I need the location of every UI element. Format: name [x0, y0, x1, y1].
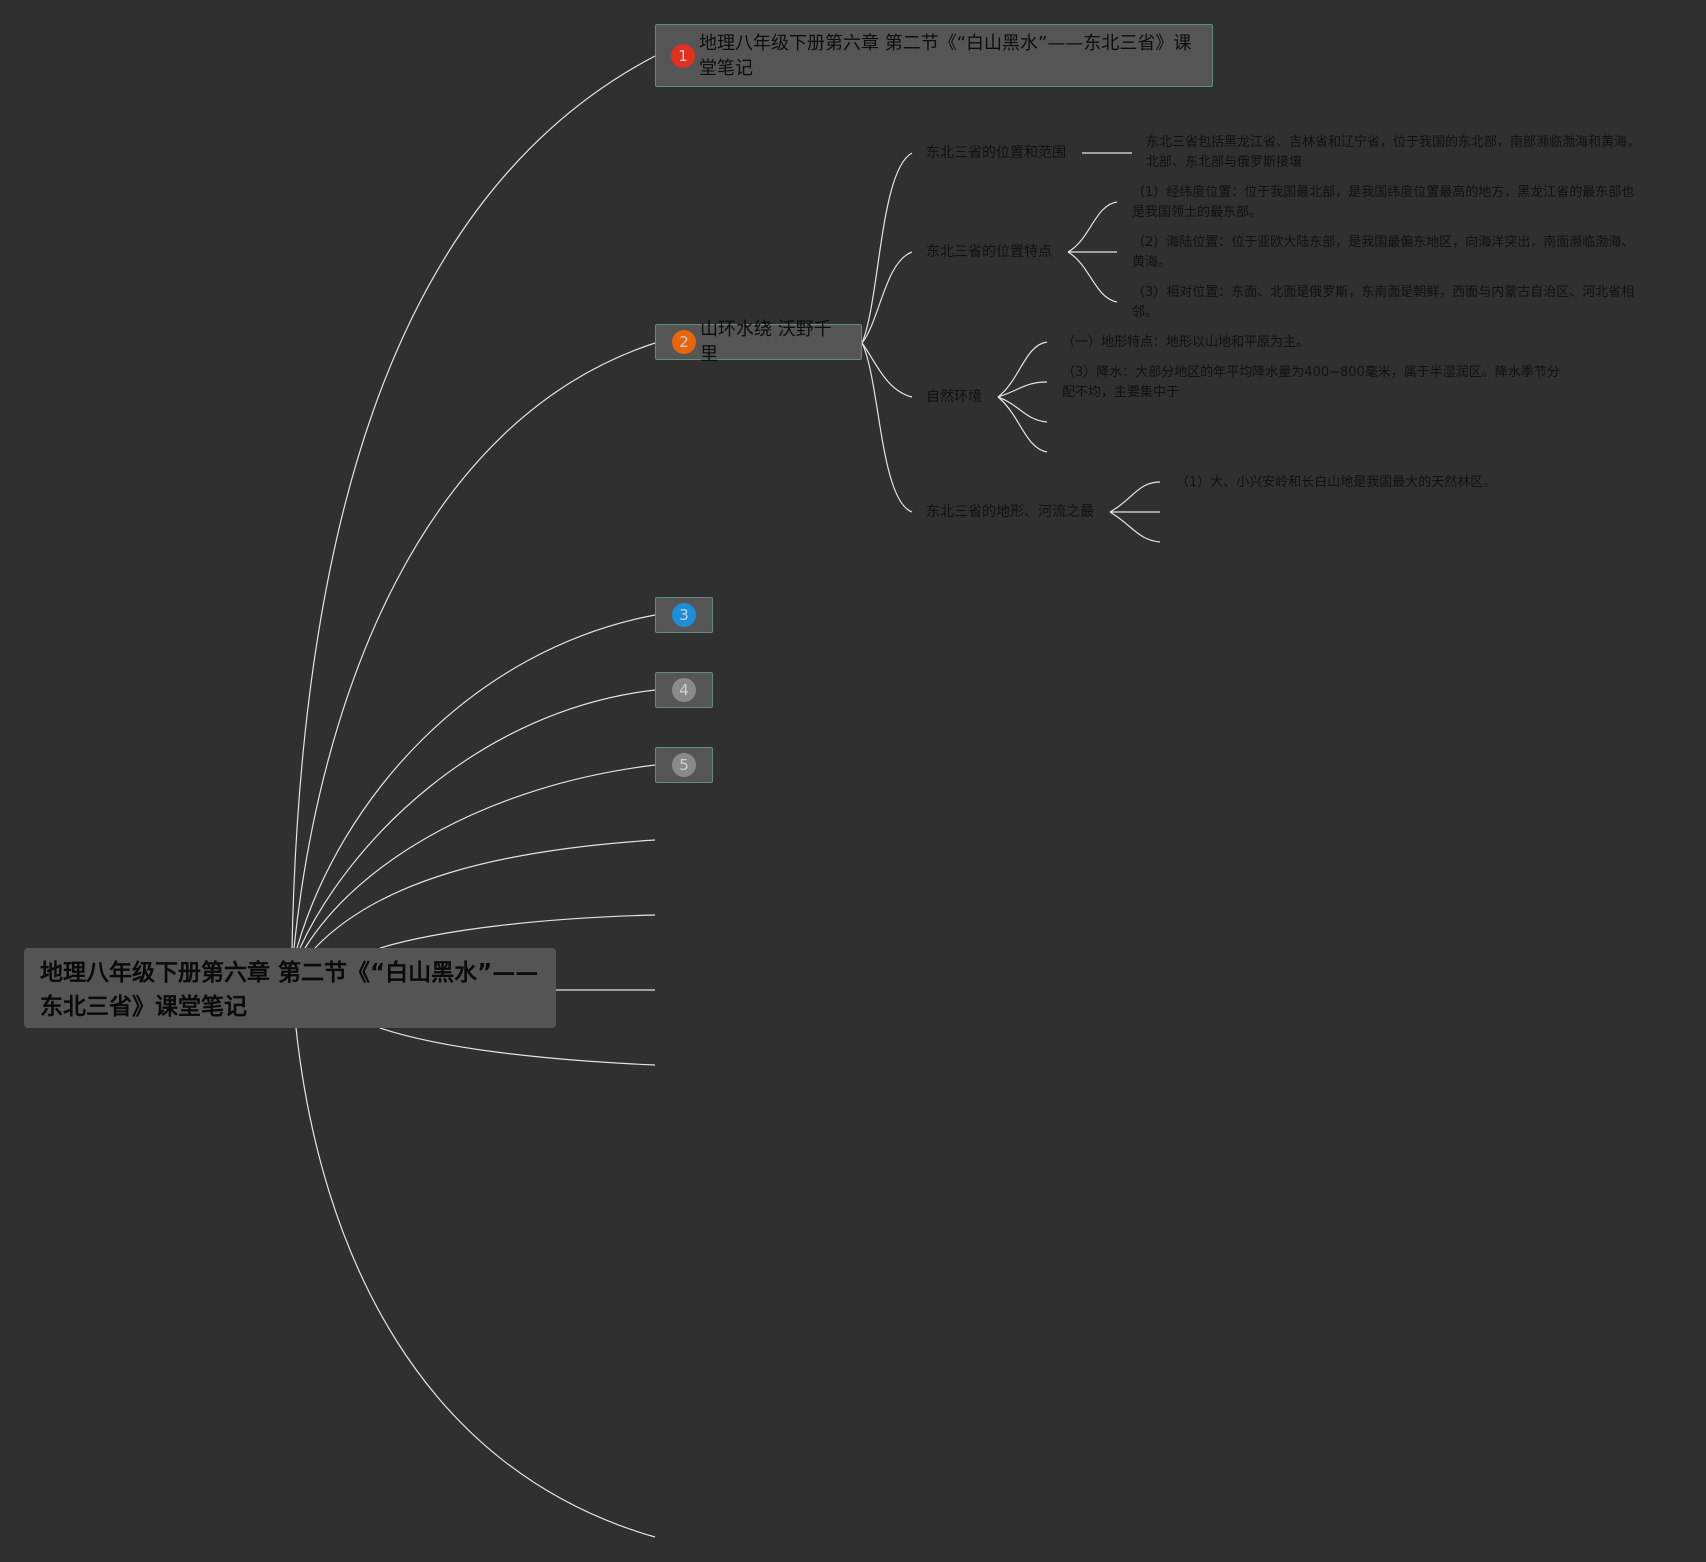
link-topic2-sub-4 — [861, 342, 913, 513]
main-topic-1[interactable]: 1 地理八年级下册第六章 第二节《“白山黑水”——东北三省》课堂笔记 — [655, 24, 1213, 87]
leaf-location-features-1[interactable]: （1）经纬度位置：位于我国最北部，是我国纬度位置最高的地方，黑龙江省的最东部也是… — [1132, 185, 1635, 220]
leaf-records-1[interactable]: （1）大、小兴安岭和长白山地是我国最大的天然林区。 — [1176, 475, 1497, 490]
number-badge-icon: 5 — [672, 753, 696, 777]
link-sub3-leaf-3 — [997, 396, 1048, 423]
main-topic-4[interactable]: 4 — [655, 672, 713, 708]
leaf-location-range-1[interactable]: 东北三省包括黑龙江省、吉林省和辽宁省，位于我国的东北部，南部濒临渤海和黄海，北部… — [1146, 135, 1641, 170]
link-topic2-sub-3 — [861, 342, 913, 398]
main-topic-2[interactable]: 2 山环水绕 沃野千里 — [655, 319, 862, 365]
link-root-topic-4 — [299, 689, 656, 949]
link-root-empty-9 — [379, 1027, 656, 1066]
link-root-topic-1 — [291, 55, 656, 949]
subtopic-location-features[interactable]: 东北三省的位置特点 — [926, 244, 1052, 260]
number-badge-icon: 3 — [672, 603, 696, 627]
link-sub2-leaf-3 — [1067, 251, 1118, 303]
number-badge-icon: 2 — [672, 330, 696, 354]
link-root-topic-2 — [293, 342, 656, 949]
link-root-empty-6 — [314, 839, 656, 949]
leaf-location-features-3[interactable]: （3）相对位置：东面、北面是俄罗斯，东南面是朝鲜，西面与内蒙古自治区、河北省相邻… — [1132, 285, 1635, 320]
number-badge-icon: 1 — [671, 43, 695, 68]
subtopic-landform-river-records[interactable]: 东北三省的地形、河流之最 — [926, 504, 1094, 520]
subtopic-location-range[interactable]: 东北三省的位置和范围 — [926, 145, 1066, 161]
link-topic2-sub-2 — [861, 251, 913, 344]
number-badge-icon: 4 — [672, 678, 696, 702]
link-root-topic-5 — [304, 764, 656, 949]
main-topic-5[interactable]: 5 — [655, 747, 713, 783]
leaf-natural-env-2[interactable]: （3）降水：大部分地区的年平均降水量为400~800毫米，属于半湿润区。降水季节… — [1062, 365, 1560, 400]
link-sub3-leaf-4 — [997, 396, 1048, 453]
link-sub4-leaf-1 — [1109, 481, 1161, 513]
main-topic-1-label: 地理八年级下册第六章 第二节《“白山黑水”——东北三省》课堂笔记 — [699, 32, 1192, 79]
link-sub2-leaf-1 — [1067, 201, 1118, 253]
link-root-empty-7 — [379, 914, 656, 949]
link-root-empty-10 — [295, 1027, 656, 1538]
subtopic-natural-environment[interactable]: 自然环境 — [926, 389, 982, 405]
root-title: 地理八年级下册第六章 第二节《“白山黑水”——东北三省》课堂笔记 — [40, 960, 539, 1020]
root-topic[interactable]: 地理八年级下册第六章 第二节《“白山黑水”——东北三省》课堂笔记 — [24, 948, 556, 1028]
leaf-natural-env-1[interactable]: （一）地形特点：地形以山地和平原为主。 — [1062, 335, 1310, 350]
link-sub3-leaf-2 — [997, 381, 1048, 398]
main-topic-2-label: 山环水绕 沃野千里 — [700, 319, 832, 365]
link-sub4-leaf-3 — [1109, 511, 1161, 543]
main-topic-3[interactable]: 3 — [655, 597, 713, 633]
link-topic2-sub-1 — [861, 152, 913, 344]
leaf-location-features-2[interactable]: （2）海陆位置：位于亚欧大陆东部，是我国最偏东地区，向海洋突出，南面濒临渤海、黄… — [1132, 235, 1635, 270]
link-root-topic-3 — [296, 614, 656, 949]
link-sub3-leaf-1 — [997, 341, 1048, 398]
